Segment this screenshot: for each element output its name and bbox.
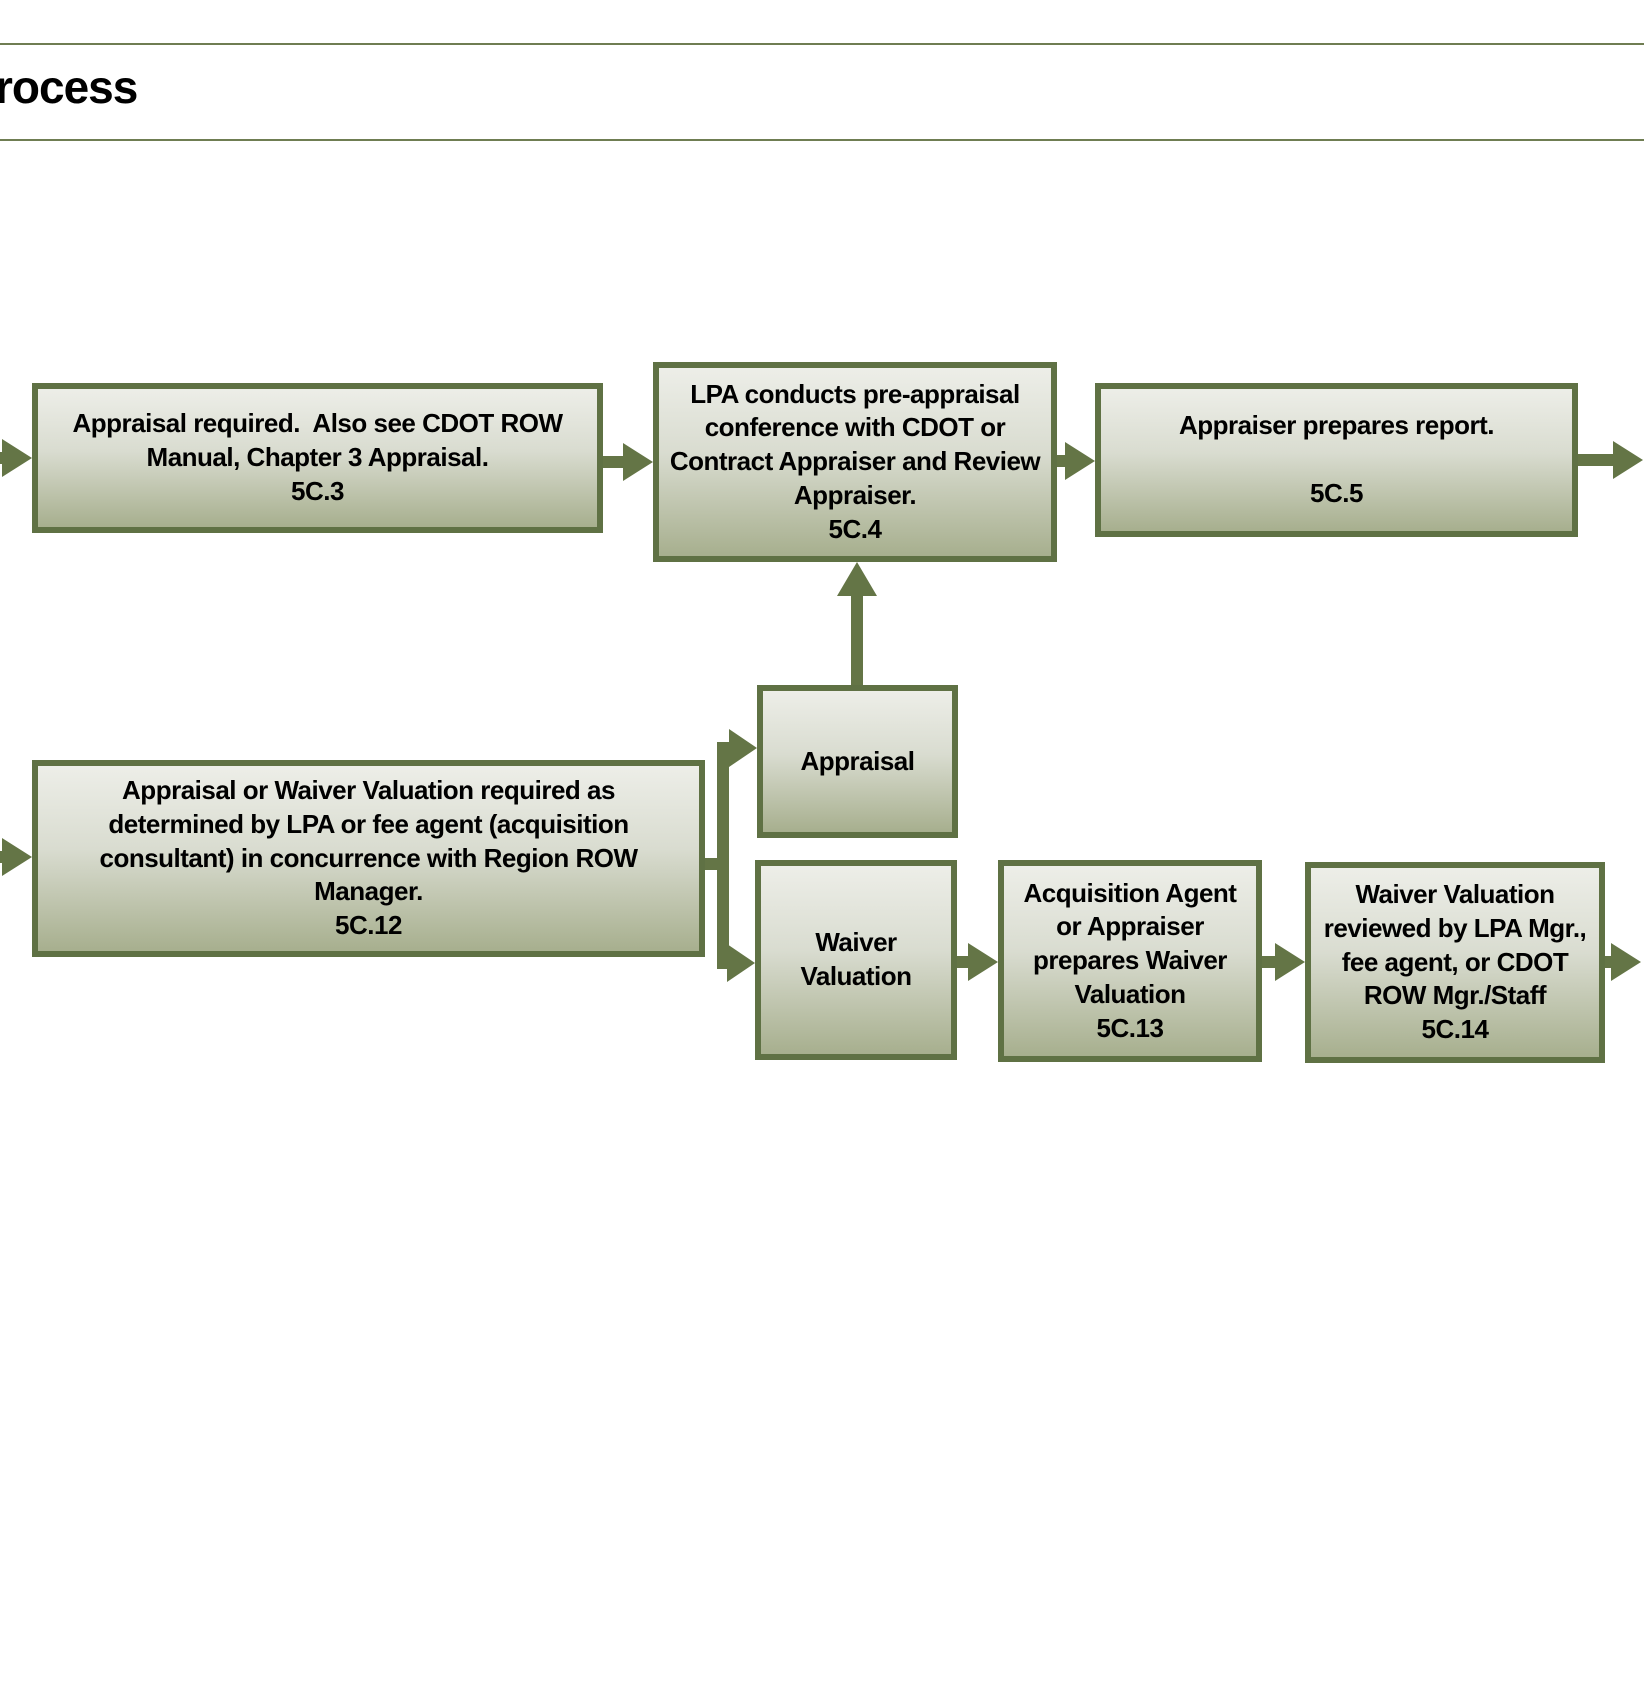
node-prepares-waiver-valuation: Acquisition Agent or Appraiser prepares … [998, 860, 1262, 1062]
node-appraisal-required: Appraisal required. Also see CDOT ROW Ma… [32, 383, 603, 533]
connector-branch-bar [717, 742, 729, 969]
title-divider-top [0, 43, 1644, 45]
arrow-waiver-to-5c13 [957, 943, 998, 981]
arrow-branch-to-appraisal [717, 729, 757, 767]
arrow-into-5c3 [0, 439, 32, 477]
node-prepares-waiver-valuation-text: Acquisition Agent or Appraiser prepares … [1023, 877, 1237, 1043]
node-waiver-valuation-branch: Waiver Valuation [755, 860, 957, 1060]
node-waiver-valuation-branch-text: Waiver Valuation [800, 927, 912, 991]
arrow-branch-to-waiver [721, 944, 755, 982]
arrow-5c4-to-5c5 [1057, 442, 1095, 480]
node-appraiser-prepares-report: Appraiser prepares report. 5C.5 [1095, 383, 1578, 537]
arrow-5c5-out [1578, 441, 1643, 479]
node-appraisal-branch-text: Appraisal [800, 745, 916, 776]
node-appraisal-branch: Appraisal [757, 685, 958, 838]
page-title: rocess [0, 61, 138, 113]
arrow-5c13-to-5c14 [1262, 943, 1305, 981]
node-appraisal-or-waiver-required: Appraisal or Waiver Valuation required a… [32, 760, 705, 957]
arrow-appraisal-to-5c4 [837, 562, 877, 685]
connector-5c12-stub [700, 858, 722, 870]
node-appraisal-or-waiver-required-text: Appraisal or Waiver Valuation required a… [99, 775, 638, 941]
arrow-5c3-to-5c4 [603, 443, 653, 481]
node-appraisal-required-text: Appraisal required. Also see CDOT ROW Ma… [72, 408, 563, 506]
node-pre-appraisal-conference-text: LPA conducts pre-appraisal conference wi… [669, 378, 1041, 544]
node-pre-appraisal-conference: LPA conducts pre-appraisal conference wi… [653, 362, 1057, 562]
node-appraiser-prepares-report-text: Appraiser prepares report. 5C.5 [1178, 410, 1495, 508]
arrow-5c14-out [1605, 943, 1641, 981]
node-waiver-valuation-reviewed: Waiver Valuation reviewed by LPA Mgr., f… [1305, 862, 1605, 1063]
arrow-into-5c12 [0, 838, 32, 876]
node-waiver-valuation-reviewed-text: Waiver Valuation reviewed by LPA Mgr., f… [1323, 879, 1587, 1045]
title-divider-bottom [0, 139, 1644, 141]
